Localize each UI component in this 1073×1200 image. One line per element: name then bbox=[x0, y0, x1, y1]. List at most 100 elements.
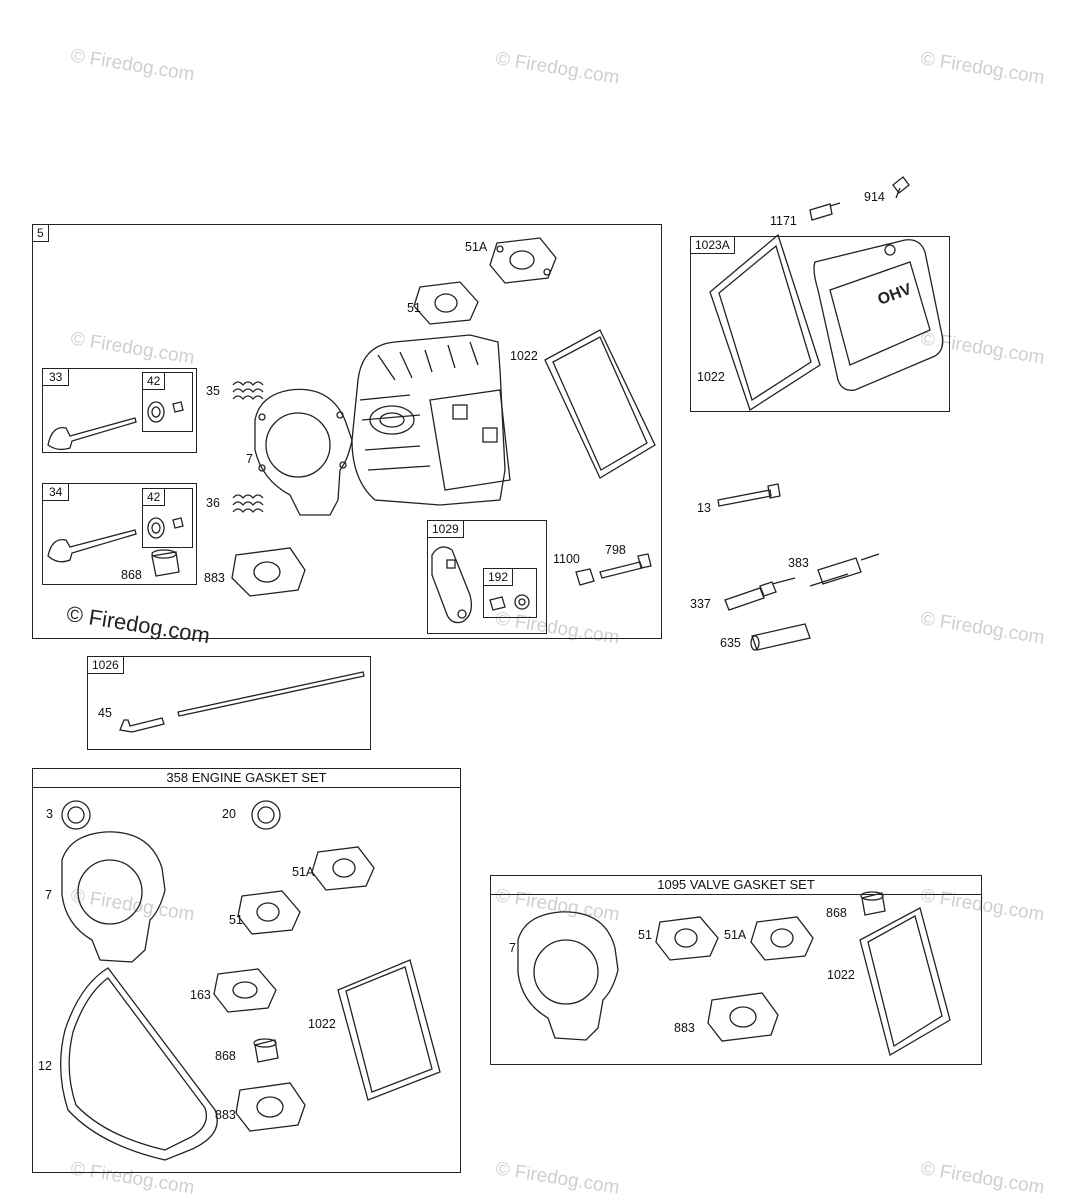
head-gasket-part bbox=[254, 388, 353, 516]
box-exhaust-valve: 33 bbox=[42, 368, 197, 453]
crankcase-gasket-part bbox=[60, 967, 218, 1161]
part-number: 1022 bbox=[827, 968, 855, 982]
keeper-part bbox=[147, 517, 184, 539]
valve-seal-part bbox=[860, 891, 886, 916]
part-number: 337 bbox=[690, 597, 711, 611]
head-gasket-part bbox=[61, 831, 166, 963]
intake-adapter-gasket-part bbox=[413, 281, 479, 325]
carburetor-gasket-part bbox=[707, 992, 779, 1042]
part-number: 7 bbox=[246, 452, 253, 466]
part-number: 868 bbox=[826, 906, 847, 920]
part-number: 7 bbox=[509, 941, 516, 955]
part-number: 635 bbox=[720, 636, 741, 650]
screw-part bbox=[892, 176, 910, 199]
part-number: 51 bbox=[407, 301, 421, 315]
part-number: 1022 bbox=[697, 370, 725, 384]
box-label: 1029 bbox=[428, 521, 464, 538]
exhaust-valve-part bbox=[47, 417, 137, 451]
part-number: 1171 bbox=[770, 214, 797, 228]
part-number: 914 bbox=[864, 190, 885, 204]
part-number: 383 bbox=[788, 556, 809, 570]
box-keeper-b: 42 bbox=[142, 488, 193, 548]
box-valve-cover: 1023A bbox=[690, 236, 950, 412]
intake-adapter-gasket-part bbox=[655, 916, 719, 961]
part-number: 1100 bbox=[553, 552, 580, 566]
valve-cover-gasket-part bbox=[709, 233, 821, 411]
part-number: 868 bbox=[121, 568, 142, 582]
part-number: 51 bbox=[229, 913, 243, 927]
breather-tube-part bbox=[809, 202, 841, 221]
valve-spring-part bbox=[232, 494, 264, 514]
box-valve-gasket-set: 1095 VALVE GASKET SET bbox=[490, 875, 982, 1065]
box-label: 5 bbox=[33, 225, 49, 242]
valve-spring-part bbox=[232, 381, 264, 401]
box-label: 1026 bbox=[88, 657, 124, 674]
oil-seal-part bbox=[61, 800, 91, 830]
box-title: 1095 VALVE GASKET SET bbox=[491, 876, 981, 895]
part-number: 798 bbox=[605, 543, 626, 557]
cylinder-head-part bbox=[351, 334, 511, 506]
valve-cover-gasket-part bbox=[337, 959, 441, 1101]
intake-valve-part bbox=[47, 529, 137, 563]
part-number: 883 bbox=[215, 1108, 236, 1122]
push-rod-part bbox=[177, 671, 365, 717]
box-keeper-a: 42 bbox=[142, 372, 193, 432]
guide-plate-part bbox=[575, 568, 595, 586]
box-label: 33 bbox=[43, 369, 70, 386]
box-label: 192 bbox=[484, 569, 514, 586]
boot-part bbox=[750, 623, 811, 651]
part-number: 36 bbox=[206, 496, 220, 510]
spark-plug-part bbox=[724, 577, 796, 611]
rocker-stud-part bbox=[489, 594, 530, 611]
box-rocker-arm: 1029 bbox=[427, 520, 547, 634]
part-number: 51A bbox=[292, 865, 315, 879]
part-number: 45 bbox=[98, 706, 112, 720]
box-push-rod: 1026 bbox=[87, 656, 371, 750]
part-number: 51 bbox=[638, 928, 652, 942]
intake-gasket-part bbox=[311, 846, 375, 891]
part-number: 13 bbox=[697, 501, 711, 515]
rocker-bolt-part bbox=[599, 553, 652, 579]
part-number: 51A bbox=[465, 240, 488, 254]
head-bolt-part bbox=[717, 483, 781, 507]
part-number: 51A bbox=[724, 928, 747, 942]
ignition-lead-part bbox=[809, 553, 880, 587]
part-number: 35 bbox=[206, 384, 220, 398]
part-number: 868 bbox=[215, 1049, 236, 1063]
box-label: 42 bbox=[143, 489, 166, 506]
box-label: 1023A bbox=[691, 237, 735, 254]
valve-seal-part bbox=[151, 549, 180, 577]
part-number: 12 bbox=[38, 1059, 52, 1073]
part-number: 883 bbox=[674, 1021, 695, 1035]
box-cylinder-head: 5 bbox=[32, 224, 662, 639]
svg-text:OHV: OHV bbox=[876, 281, 915, 309]
part-number: 7 bbox=[45, 888, 52, 902]
box-label: 34 bbox=[43, 484, 70, 501]
carburetor-gasket-part bbox=[231, 547, 306, 597]
breather-gasket-part bbox=[213, 968, 277, 1013]
box-label: 42 bbox=[143, 373, 166, 390]
part-number: 1022 bbox=[308, 1017, 336, 1031]
box-engine-gasket-set: 358 ENGINE GASKET SET bbox=[32, 768, 461, 1173]
part-number: 20 bbox=[222, 807, 236, 821]
oil-seal-part bbox=[251, 800, 281, 830]
box-rocker-stud: 192 bbox=[483, 568, 537, 618]
intake-gasket-part bbox=[489, 237, 557, 284]
head-gasket-part bbox=[517, 911, 619, 1041]
carburetor-gasket-part bbox=[235, 1082, 306, 1132]
intake-gasket-part bbox=[750, 916, 814, 961]
part-number: 883 bbox=[204, 571, 225, 585]
valve-cover-gasket-part bbox=[544, 329, 656, 479]
keeper-part bbox=[147, 401, 184, 423]
part-number: 163 bbox=[190, 988, 211, 1002]
rocker-arm-part bbox=[431, 546, 473, 624]
tappet-part bbox=[119, 717, 165, 733]
part-number: 3 bbox=[46, 807, 53, 821]
box-intake-valve: 34 bbox=[42, 483, 197, 585]
valve-cover-gasket-part bbox=[859, 907, 951, 1056]
valve-cover-part: OHV bbox=[813, 239, 944, 391]
intake-adapter-gasket-part bbox=[237, 890, 301, 935]
valve-seal-part bbox=[253, 1038, 279, 1063]
part-number: 1022 bbox=[510, 349, 538, 363]
